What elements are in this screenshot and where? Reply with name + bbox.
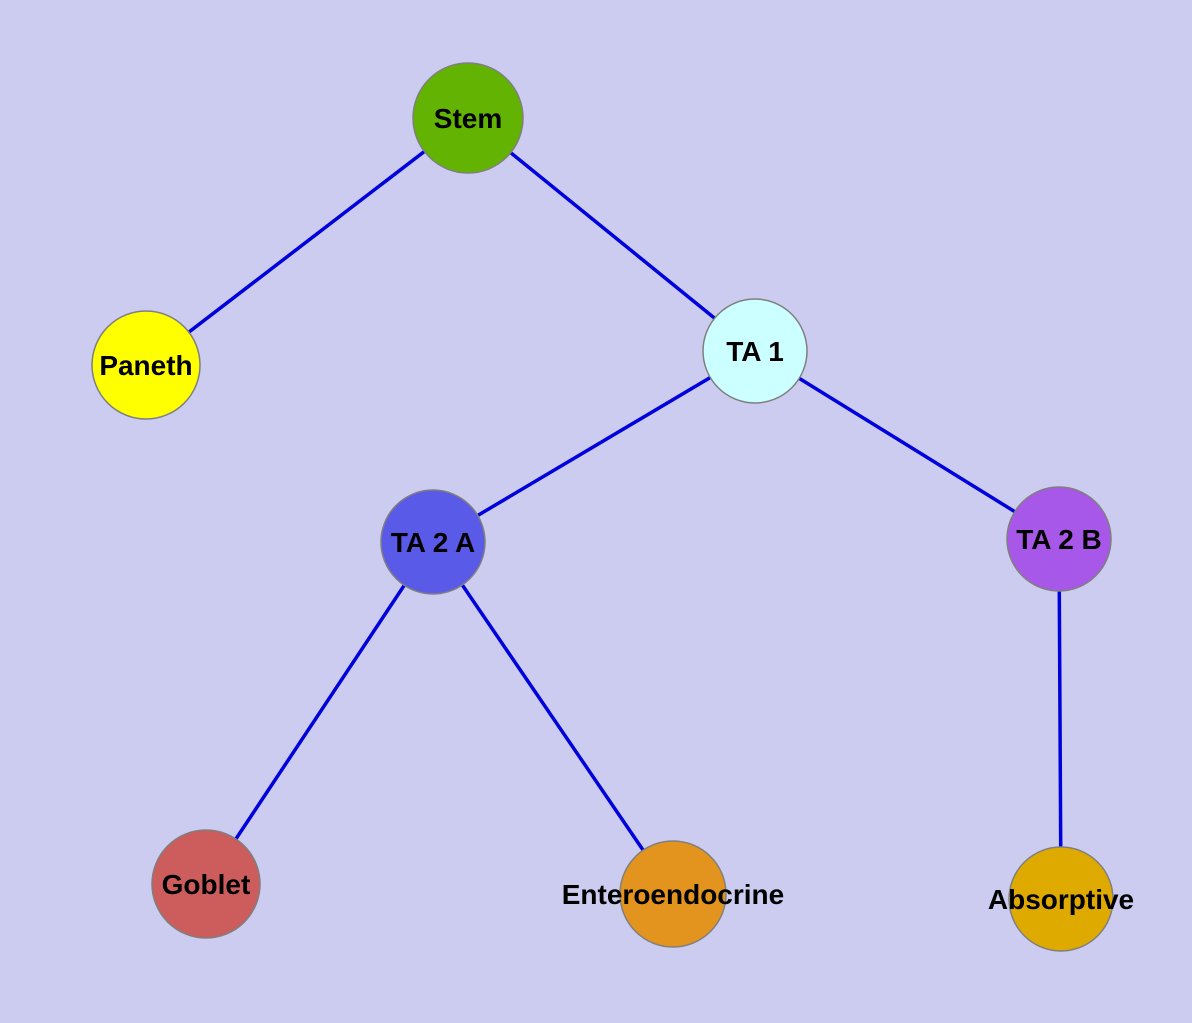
node-label-ta2b: TA 2 B [1016, 524, 1102, 555]
node-circle-goblet[interactable] [151, 829, 261, 939]
node-circle-paneth[interactable] [91, 310, 201, 420]
edge-stem-paneth [144, 116, 470, 367]
node-label-ta1: TA 1 [726, 336, 784, 367]
edge-ta2b-absorptive [1057, 537, 1063, 901]
node-circle-stem[interactable] [412, 62, 524, 174]
node-enteroendocrine[interactable]: Enteroendocrine [562, 840, 784, 948]
edge-layer [144, 116, 1063, 901]
node-label-goblet: Goblet [162, 869, 251, 900]
node-stem[interactable]: Stem [412, 62, 524, 174]
node-label-enteroendocrine: Enteroendocrine [562, 879, 784, 910]
node-paneth[interactable]: Paneth [91, 310, 201, 420]
node-ta1[interactable]: TA 1 [702, 298, 808, 404]
node-label-ta2a: TA 2 A [391, 527, 476, 558]
node-circle-ta2b[interactable] [1006, 486, 1112, 592]
edge-ta2a-enteroendocrine [431, 540, 675, 896]
node-circle-enteroendocrine[interactable] [619, 840, 727, 948]
node-circle-absorptive[interactable] [1008, 846, 1114, 952]
edge-ta1-ta2b [753, 349, 1061, 541]
node-ta2a[interactable]: TA 2 A [380, 489, 486, 595]
node-circle-ta1[interactable] [702, 298, 808, 404]
edge-stem-ta1 [466, 116, 757, 353]
edge-ta2a-goblet [204, 540, 435, 886]
node-label-stem: Stem [434, 103, 502, 134]
node-label-absorptive: Absorptive [988, 884, 1134, 915]
edge-ta1-ta2a [431, 349, 757, 544]
node-label-paneth: Paneth [99, 350, 192, 381]
node-goblet[interactable]: Goblet [151, 829, 261, 939]
node-ta2b[interactable]: TA 2 B [1006, 486, 1112, 592]
node-absorptive[interactable]: Absorptive [988, 846, 1134, 952]
node-circle-ta2a[interactable] [380, 489, 486, 595]
